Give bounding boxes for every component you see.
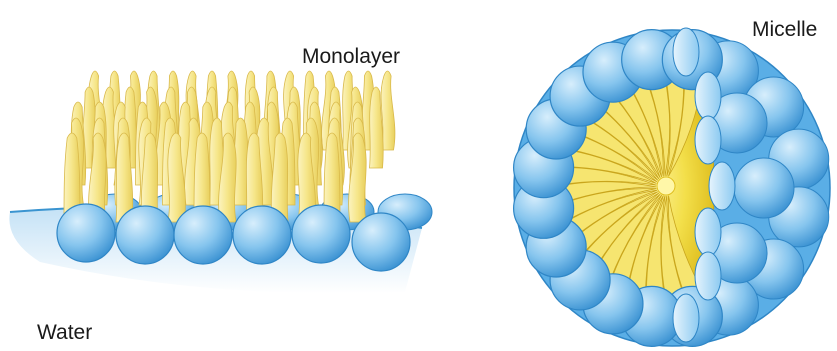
hydrophilic-head: [57, 204, 115, 262]
micelle-label: Micelle: [752, 18, 817, 42]
cut-disk: [673, 28, 699, 76]
hydrophilic-head: [116, 206, 174, 264]
cut-disk: [695, 116, 721, 164]
hydrophilic-head: [292, 205, 350, 263]
micelle-head: [734, 158, 794, 218]
hydrophilic-head: [233, 206, 291, 264]
water-label: Water: [37, 321, 92, 345]
cut-disk: [709, 162, 735, 210]
hydrophobic-tail: [381, 71, 395, 150]
hydrophilic-head: [352, 213, 410, 271]
monolayer-label: Monolayer: [302, 45, 400, 69]
micelle: [514, 28, 830, 346]
cut-disk: [695, 72, 721, 120]
cut-disk: [695, 252, 721, 300]
cut-disk: [695, 208, 721, 256]
hydrophilic-head: [174, 206, 232, 264]
micelle-center: [657, 177, 675, 195]
cut-disk: [673, 294, 699, 342]
